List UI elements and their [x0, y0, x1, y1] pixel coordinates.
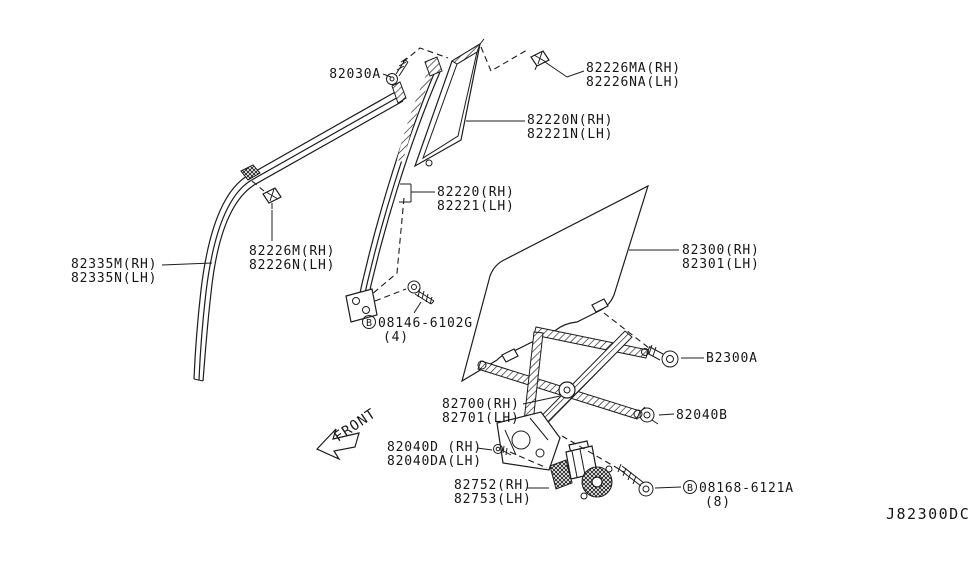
front-arrow-icon — [315, 428, 360, 461]
clip-icon-82226M — [262, 187, 282, 209]
part-corner-sash-82220N — [413, 38, 485, 168]
label-bolt-08146: B 08146-6102G (4) — [362, 315, 473, 345]
part-glass-run-82335 — [193, 81, 407, 382]
nut-icon-82040B — [639, 406, 659, 425]
label-08168-qty: (8) — [705, 495, 731, 510]
label-screw-08168: B 08168-6121A (8) — [683, 480, 794, 510]
glass-holder-tab — [591, 298, 609, 313]
label-82040DA-lh: 82040DA(LH) — [387, 454, 482, 469]
clip-icon-82226MA — [530, 50, 550, 71]
screw-icon-82040D — [493, 444, 512, 456]
label-08146-number: 08146-6102G — [378, 316, 473, 331]
part-center-sash-82220 — [345, 56, 443, 323]
label-82030A: 82030A — [329, 67, 381, 82]
glass-holder-tab — [501, 348, 519, 363]
label-82226M-rh: 82226M(RH) — [249, 244, 335, 259]
label-82335N-lh: 82335N(LH) — [71, 271, 157, 286]
label-82220N-rh: 82220N(RH) — [527, 113, 613, 128]
run-channel-bracket — [240, 164, 261, 181]
label-08168-number: 08168-6121A — [699, 481, 794, 496]
bolt-icon-08146 — [407, 280, 435, 305]
label-82701-lh: 82701(LH) — [442, 411, 520, 426]
assembly-dashed-lines — [251, 46, 650, 473]
front-direction-arrow: FRONT — [315, 406, 379, 461]
label-82040D-rh: 82040D (RH) — [387, 440, 482, 455]
label-leader-lines — [161, 61, 704, 489]
label-82301-lh: 82301(LH) — [682, 257, 760, 272]
part-regulator-82700 — [477, 326, 649, 471]
label-82221N-lh: 82221N(LH) — [527, 127, 613, 142]
label-82752-rh: 82752(RH) — [454, 478, 532, 493]
label-08146-prefix: B — [366, 318, 372, 329]
regulator-motor-plate — [496, 411, 561, 471]
label-82753-lh: 82753(LH) — [454, 492, 532, 507]
label-82226N-lh: 82226N(LH) — [249, 258, 335, 273]
label-82300-rh: 82300(RH) — [682, 243, 760, 258]
bolt-icon-B2300A — [646, 344, 679, 368]
label-82221-lh: 82221(LH) — [437, 199, 515, 214]
sash-bottom-bracket — [345, 288, 378, 323]
label-82226NA-lh: 82226NA(LH) — [586, 75, 681, 90]
label-82220-rh: 82220(RH) — [437, 185, 515, 200]
part-glass-82300 — [461, 184, 649, 383]
screw-icon-82030A — [386, 57, 409, 85]
circled-b-icon — [362, 315, 376, 329]
part-labels: 82030A 82226MA(RH) 82226NA(LH) 82220N(RH… — [71, 61, 970, 523]
circled-b-icon — [683, 480, 697, 494]
label-08146-qty: (4) — [383, 330, 409, 345]
label-08168-prefix: B — [687, 483, 693, 494]
label-82226MA-rh: 82226MA(RH) — [586, 61, 681, 76]
label-82040B: 82040B — [676, 408, 728, 423]
label-82700-rh: 82700(RH) — [442, 397, 520, 412]
label-82335M-rh: 82335M(RH) — [71, 257, 157, 272]
screw-icon-08168 — [617, 463, 654, 497]
diagram-code: J82300DC — [886, 505, 970, 523]
sash-top-tip — [424, 56, 443, 77]
label-B2300A: B2300A — [706, 351, 758, 366]
part-motor-82752 — [549, 440, 613, 500]
